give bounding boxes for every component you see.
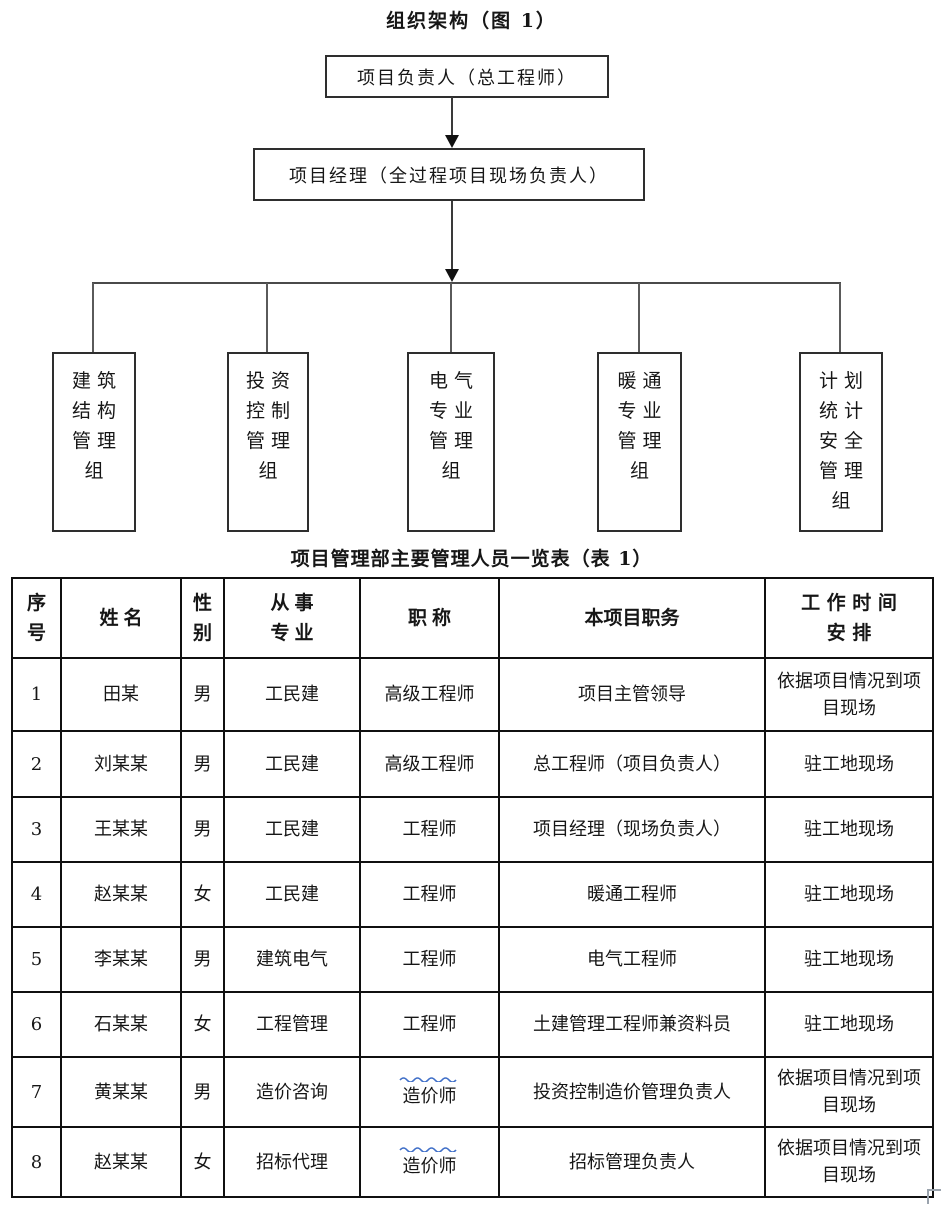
connector-line [638,283,640,353]
cell-project-role: 项目主管领导 [498,657,766,732]
arrow-down-icon [445,135,459,148]
table-row: 5 李某某 男 建筑电气 工程师 电气工程师 驻工地现场 [11,926,934,993]
cell-seq: 3 [11,796,62,863]
cell-gender: 男 [180,796,225,863]
table-row: 2 刘某某 男 工民建 高级工程师 总工程师（项目负责人） 驻工地现场 [11,730,934,798]
connector-line [451,201,453,271]
cell-seq: 8 [11,1126,62,1198]
table-title: 项目管理部主要管理人员一览表（表 1） [290,548,653,570]
cell-name: 李某某 [60,926,182,993]
org-box-investment-group: 投资 控制 管理 组 [227,352,309,532]
cell-project-role: 暖通工程师 [498,861,766,928]
header-gender: 性 别 [180,577,225,659]
org-box-project-manager: 项目经理（全过程项目现场负责人） [253,148,645,201]
cell-gender: 男 [180,1056,225,1128]
cell-title: 高级工程师 [359,730,500,798]
cell-work-time: 驻工地现场 [764,991,934,1058]
connector-line [450,283,452,353]
org-chart-title: 组织架构（图 1） [386,10,557,32]
cell-seq: 7 [11,1056,62,1128]
cell-title: 高级工程师 [359,657,500,732]
cell-title: 造价师 [359,1126,500,1198]
cell-work-time: 依据项目情况到项目现场 [764,657,934,732]
cell-title: 工程师 [359,861,500,928]
cell-gender: 男 [180,730,225,798]
cell-name: 石某某 [60,991,182,1058]
org-box-structure-group: 建筑 结构 管理 组 [52,352,136,532]
cell-specialty: 工民建 [223,861,361,928]
cell-name: 赵某某 [60,1126,182,1198]
table-corner-mark [927,1189,941,1204]
table-row: 1 田某 男 工民建 高级工程师 项目主管领导 依据项目情况到项目现场 [11,657,934,732]
cell-work-time: 驻工地现场 [764,861,934,928]
cell-gender: 女 [180,861,225,928]
org-box-project-leader: 项目负责人（总工程师） [325,55,609,98]
cell-name: 赵某某 [60,861,182,928]
cell-work-time: 依据项目情况到项目现场 [764,1126,934,1198]
connector-line [92,283,94,353]
wavy-underline-icon [398,1146,457,1152]
cell-project-role: 总工程师（项目负责人） [498,730,766,798]
cell-name: 田某 [60,657,182,732]
cell-specialty: 工程管理 [223,991,361,1058]
header-name: 姓名 [60,577,182,659]
cell-work-time: 驻工地现场 [764,926,934,993]
cell-project-role: 投资控制造价管理负责人 [498,1056,766,1128]
connector-line [451,97,453,137]
personnel-table: 序 号 姓名 性 别 从事 专业 职称 本项目职务 工 作 时 间 安 排 [11,577,934,1198]
cell-specialty: 工民建 [223,657,361,732]
cell-work-time: 依据项目情况到项目现场 [764,1056,934,1128]
cell-specialty: 工民建 [223,730,361,798]
cell-specialty: 建筑电气 [223,926,361,993]
cell-gender: 男 [180,657,225,732]
table-row: 7 黄某某 男 造价咨询 造价师 投资控制造价管理负责人 依据项目情况到项目现场 [11,1056,934,1128]
cell-seq: 5 [11,926,62,993]
table-row: 6 石某某 女 工程管理 工程师 土建管理工程师兼资料员 驻工地现场 [11,991,934,1058]
org-box-planning-group: 计划 统计 安全 管理 组 [799,352,883,532]
wavy-underline-icon [398,1076,457,1082]
cell-project-role: 土建管理工程师兼资料员 [498,991,766,1058]
table-row: 4 赵某某 女 工民建 工程师 暖通工程师 驻工地现场 [11,861,934,928]
cell-work-time: 驻工地现场 [764,796,934,863]
connector-line [266,283,268,353]
cell-specialty: 造价咨询 [223,1056,361,1128]
cell-seq: 2 [11,730,62,798]
cell-project-role: 招标管理负责人 [498,1126,766,1198]
personnel-table-section: 项目管理部主要管理人员一览表（表 1） 序 号 姓名 性 别 从事 [11,547,934,1198]
header-seq: 序 号 [11,577,62,659]
connector-line [839,283,841,353]
cell-specialty: 招标代理 [223,1126,361,1198]
cell-title: 工程师 [359,926,500,993]
connector-line-horizontal [92,282,841,284]
cell-gender: 男 [180,926,225,993]
cell-name: 黄某某 [60,1056,182,1128]
header-specialty: 从事 专业 [223,577,361,659]
cell-project-role: 项目经理（现场负责人） [498,796,766,863]
cell-title: 工程师 [359,991,500,1058]
cell-gender: 女 [180,1126,225,1198]
header-work-time: 工 作 时 间 安 排 [764,577,934,659]
cell-project-role: 电气工程师 [498,926,766,993]
cell-specialty: 工民建 [223,796,361,863]
cell-gender: 女 [180,991,225,1058]
cell-name: 王某某 [60,796,182,863]
header-project-role: 本项目职务 [498,577,766,659]
cell-seq: 4 [11,861,62,928]
cell-title: 工程师 [359,796,500,863]
table-row: 3 王某某 男 工民建 工程师 项目经理（现场负责人） 驻工地现场 [11,796,934,863]
header-title: 职称 [359,577,500,659]
org-box-electrical-group: 电气 专业 管理 组 [407,352,495,532]
table-row: 8 赵某某 女 招标代理 造价师 招标管理负责人 依据项目情况到项目现场 [11,1126,934,1198]
cell-title: 造价师 [359,1056,500,1128]
cell-name: 刘某某 [60,730,182,798]
cell-seq: 6 [11,991,62,1058]
org-box-hvac-group: 暖通 专业 管理 组 [597,352,682,532]
arrow-down-icon [445,269,459,282]
table-header-row: 序 号 姓名 性 别 从事 专业 职称 本项目职务 工 作 时 间 安 排 [11,577,934,659]
cell-work-time: 驻工地现场 [764,730,934,798]
cell-seq: 1 [11,657,62,732]
